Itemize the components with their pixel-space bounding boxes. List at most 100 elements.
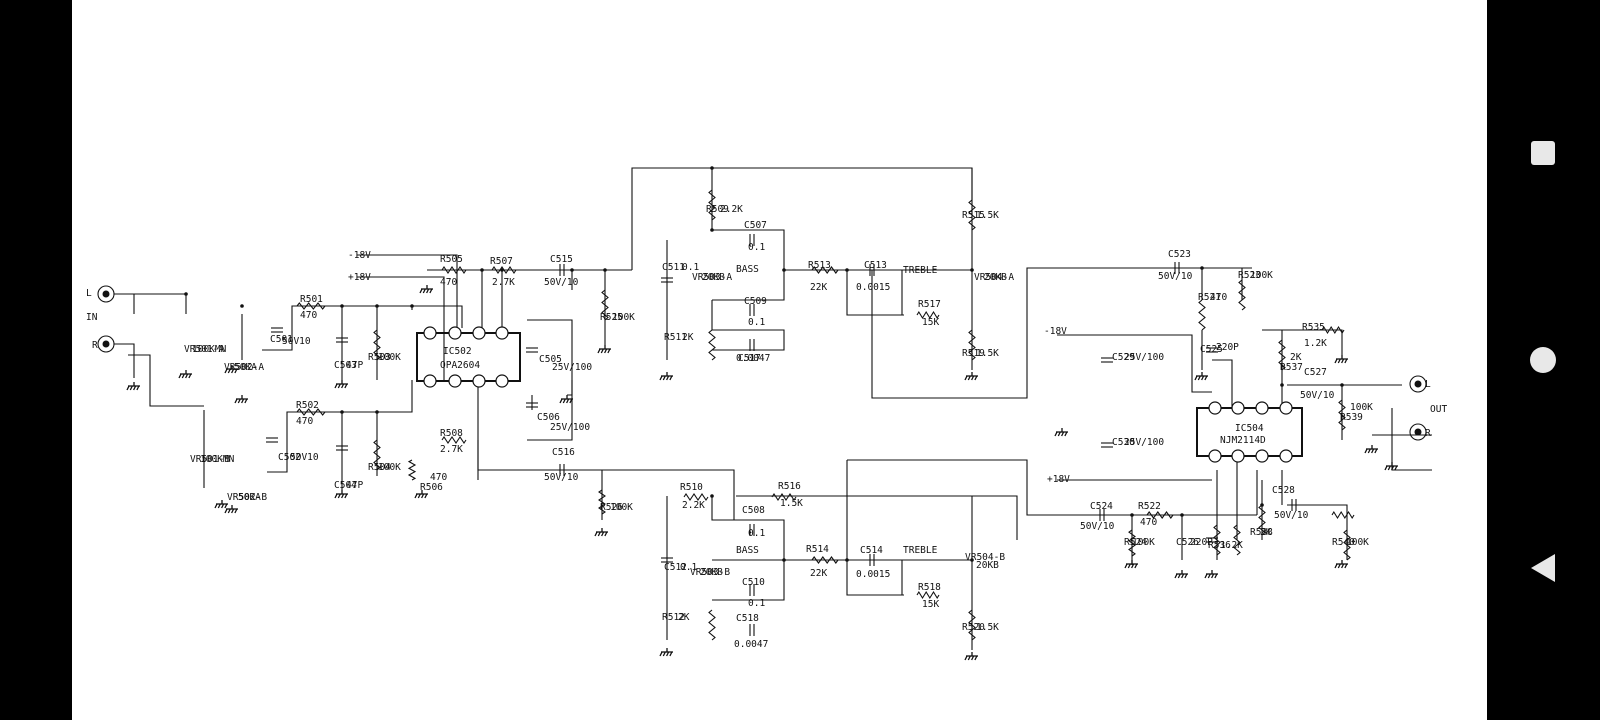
component-label: 25V/100	[1124, 437, 1164, 448]
component-label: 0.0047	[734, 639, 768, 650]
component-label: R539	[1340, 412, 1363, 423]
component-label: 20KB	[702, 272, 725, 283]
component-label: C530	[1112, 437, 1135, 448]
components	[97, 234, 1427, 661]
component-label: 20KB	[976, 560, 999, 571]
component-label: R525	[600, 312, 623, 323]
resistor	[708, 329, 716, 361]
component-label: 470	[296, 416, 313, 427]
component-label: R511	[664, 332, 687, 343]
back-button[interactable]	[1523, 548, 1563, 588]
resistor	[598, 489, 606, 515]
component-label: 50V10	[290, 452, 319, 463]
ic-pin	[1208, 401, 1222, 415]
junction-dot	[375, 304, 379, 308]
component-label: C507	[744, 220, 767, 231]
component-label: 0.1	[748, 317, 765, 328]
recents-button[interactable]	[1523, 133, 1563, 173]
component-label: 100K	[1346, 537, 1369, 548]
wire	[846, 460, 904, 596]
ground-symbol	[1194, 372, 1208, 381]
ic-pin	[1279, 401, 1293, 415]
resistor	[1258, 504, 1266, 536]
component-label: R522	[1138, 501, 1161, 512]
resistor	[708, 609, 716, 641]
component-label: BASS	[736, 264, 759, 275]
component-label: R509	[706, 204, 729, 215]
wire	[711, 496, 785, 601]
component-label: 100K	[612, 312, 635, 323]
capacitor	[559, 464, 565, 476]
component-label: R517	[918, 299, 941, 310]
navigation-bar	[1487, 0, 1600, 720]
resistor	[441, 266, 467, 274]
ic502-chip	[416, 332, 521, 382]
component-label: 1.2K	[1304, 338, 1327, 349]
component-label: 1.5K	[976, 622, 999, 633]
ground-symbol	[419, 285, 433, 294]
ground-symbol	[214, 500, 228, 509]
ic-pin	[495, 326, 509, 340]
resistor	[968, 199, 976, 231]
component-label: C511	[662, 262, 685, 273]
capacitor	[336, 337, 348, 343]
wire	[1287, 504, 1348, 560]
component-label: 470	[430, 472, 447, 483]
ground-symbol	[414, 490, 428, 499]
component-label: R506	[420, 482, 443, 493]
capacitor	[1206, 537, 1218, 543]
component-label: IC502	[443, 346, 472, 357]
component-label: 25V/100	[1124, 352, 1164, 363]
component-label: C513	[864, 260, 887, 271]
rca-jack-icon	[97, 335, 115, 353]
junction-dot	[710, 166, 714, 170]
component-label: R519	[962, 348, 985, 359]
component-label: 100K	[610, 502, 633, 513]
resistor	[1321, 325, 1345, 335]
ground-symbol	[1364, 445, 1378, 454]
component-label: 100K	[1350, 402, 1373, 413]
rca-jack-icon	[1409, 423, 1427, 441]
component-label: VR502-A	[224, 362, 264, 373]
component-label: VR501-B	[190, 454, 230, 465]
ground-symbol	[334, 490, 348, 499]
circle-icon	[1530, 347, 1556, 373]
component-label: C515	[550, 254, 573, 265]
component-label: C529	[1112, 352, 1135, 363]
component-label: R537	[1280, 362, 1303, 373]
component-label: C501	[270, 334, 293, 345]
capacitor	[1101, 442, 1113, 448]
component-label: C518	[736, 613, 759, 624]
junction-dot	[603, 268, 607, 272]
junction-dot	[570, 268, 574, 272]
component-label: C502	[278, 452, 301, 463]
wire	[847, 267, 1252, 399]
resistor	[373, 329, 381, 361]
resistor	[441, 436, 467, 444]
component-label: 50KA	[238, 492, 261, 503]
component-label: C516	[552, 447, 575, 458]
component-label: 1.5K	[976, 210, 999, 221]
component-label: 470	[1210, 292, 1227, 303]
ground-symbol	[1054, 428, 1068, 437]
component-label: VR504-A	[974, 272, 1014, 283]
component-label: 0.1	[748, 528, 765, 539]
ic504-chip	[1196, 407, 1303, 457]
capacitor	[1291, 499, 1297, 511]
component-label: R538	[1250, 527, 1273, 538]
ic-pin	[1255, 449, 1269, 463]
capacitor	[526, 347, 538, 353]
component-label: C508	[742, 505, 765, 516]
capacitor	[271, 327, 283, 333]
resistor	[601, 289, 609, 321]
component-label: 1.2K	[1220, 540, 1243, 551]
home-button[interactable]	[1523, 340, 1563, 380]
wire	[736, 495, 1018, 540]
ground-symbol	[1174, 570, 1188, 579]
component-label: 0.1	[748, 598, 765, 609]
component-label: 100KMN	[192, 344, 227, 355]
component-label: C503	[334, 360, 357, 371]
wire	[1262, 329, 1343, 355]
wire	[312, 380, 413, 413]
